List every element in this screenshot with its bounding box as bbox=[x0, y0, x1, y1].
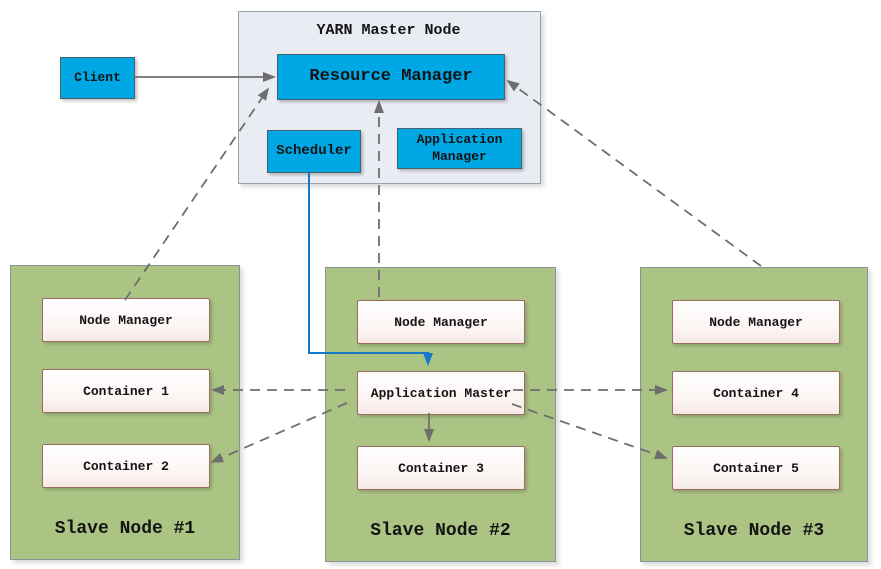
node-manager-box-slave1: Node Manager bbox=[42, 298, 210, 342]
yarn-master-node-title: YARN Master Node bbox=[316, 21, 461, 39]
slave-node-2-label: Slave Node #2 bbox=[370, 521, 511, 541]
node-manager-box-slave3: Node Manager bbox=[672, 300, 840, 344]
slave-node-3-group: Node Manager Container 4 Container 5 Sla… bbox=[640, 267, 868, 562]
container-3-box: Container 3 bbox=[357, 446, 525, 490]
node-manager-box-slave2: Node Manager bbox=[357, 300, 525, 344]
arrow-slave-3-to-resource-manager bbox=[506, 79, 762, 267]
application-manager-node: Application Manager bbox=[397, 128, 522, 169]
application-master-box: Application Master bbox=[357, 371, 525, 415]
client-node: Client bbox=[60, 57, 135, 99]
slave-node-3-label: Slave Node #3 bbox=[683, 521, 825, 541]
container-1-box: Container 1 bbox=[42, 369, 210, 413]
slave-node-1-label: Slave Node #1 bbox=[54, 519, 196, 539]
slave-node-1-group: Node Manager Container 1 Container 2 Sla… bbox=[10, 265, 240, 560]
scheduler-node: Scheduler bbox=[267, 130, 361, 173]
container-2-box: Container 2 bbox=[42, 444, 210, 488]
container-5-box: Container 5 bbox=[672, 446, 840, 490]
resource-manager-node: Resource Manager bbox=[277, 54, 505, 100]
slave-node-2-group: Node Manager Application Master Containe… bbox=[325, 267, 556, 562]
container-4-box: Container 4 bbox=[672, 371, 840, 415]
